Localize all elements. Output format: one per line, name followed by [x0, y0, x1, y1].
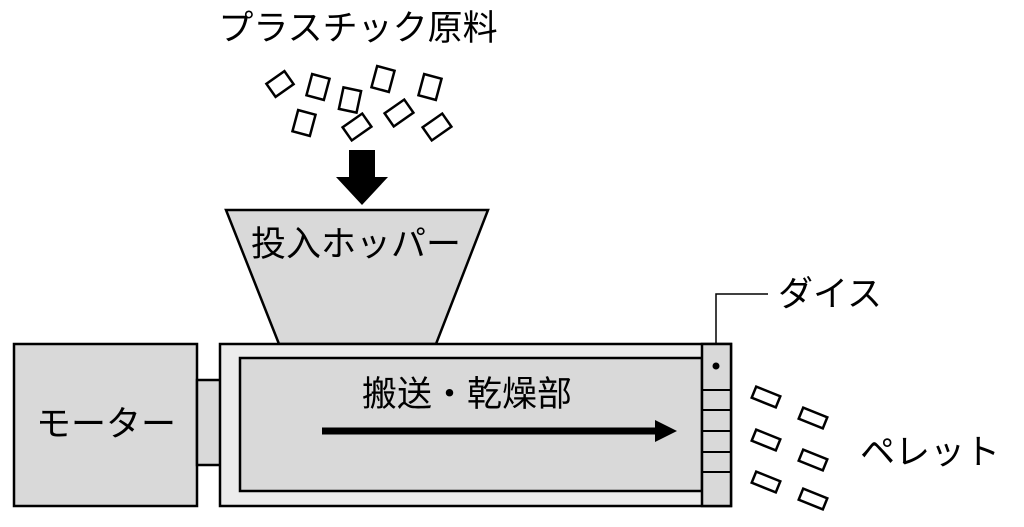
raw-flake: [264, 69, 296, 99]
pellet: [750, 427, 782, 453]
pellet: [750, 469, 782, 495]
motor-label: モーター: [36, 405, 176, 445]
raw-flake: [337, 85, 363, 115]
raw-flake: [340, 111, 374, 143]
pellet: [797, 405, 829, 431]
conveying-drying-section: [238, 356, 704, 493]
down-arrow-icon: [336, 150, 388, 205]
die-holes: [702, 389, 731, 473]
die-leader-line: [715, 293, 768, 344]
right-arrow-icon: [655, 420, 677, 442]
pellet: [750, 384, 782, 410]
raw-material-label: プラスチック原料: [218, 9, 497, 49]
raw-flake: [416, 72, 444, 102]
raw-flake: [290, 108, 318, 138]
pellet: [797, 486, 829, 512]
raw-flake: [369, 64, 397, 94]
pellet: [797, 447, 829, 473]
output-pellets: [750, 384, 829, 512]
hopper-label: 投入ホッパー: [251, 225, 461, 265]
die-marker-dot: [712, 362, 720, 370]
conveying-drying-label: 搬送・乾燥部: [362, 375, 572, 415]
raw-flake: [304, 72, 332, 102]
die-label: ダイス: [778, 275, 882, 315]
die-plate: [700, 342, 733, 508]
pellets-label: ペレット: [860, 433, 1000, 473]
raw-material-flakes: [264, 64, 454, 143]
raw-flake: [382, 97, 416, 129]
raw-flake: [420, 111, 454, 143]
motor: [12, 342, 199, 508]
